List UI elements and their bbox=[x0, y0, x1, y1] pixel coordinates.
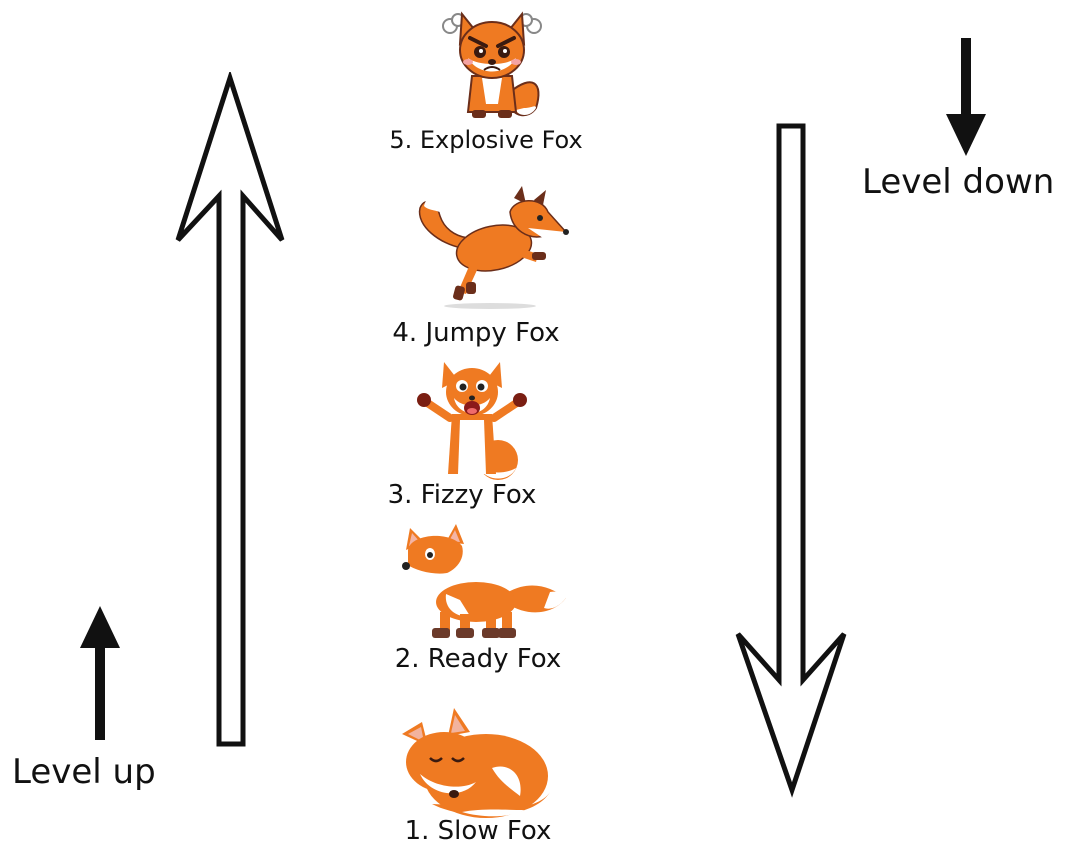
sleeping-fox-icon bbox=[402, 708, 550, 818]
level-1-label: 1. Slow Fox bbox=[404, 816, 552, 846]
angry-fox-icon bbox=[442, 11, 542, 118]
level-5-label: 5. Explosive Fox bbox=[389, 126, 583, 154]
level-up-label: Level up bbox=[12, 752, 156, 792]
solid-down-arrow-icon bbox=[946, 38, 986, 156]
hollow-down-arrow-icon bbox=[735, 123, 847, 798]
level-3-label: 3. Fizzy Fox bbox=[387, 480, 537, 510]
jumping-fox-icon bbox=[418, 186, 569, 309]
level-2-label: 2. Ready Fox bbox=[394, 644, 562, 674]
solid-up-arrow-icon bbox=[80, 606, 120, 740]
excited-fox-icon bbox=[417, 362, 527, 480]
standing-fox-icon bbox=[402, 524, 566, 638]
level-down-label: Level down bbox=[862, 162, 1055, 202]
hollow-up-arrow-icon bbox=[175, 72, 285, 747]
level-4-label: 4. Jumpy Fox bbox=[392, 318, 560, 348]
